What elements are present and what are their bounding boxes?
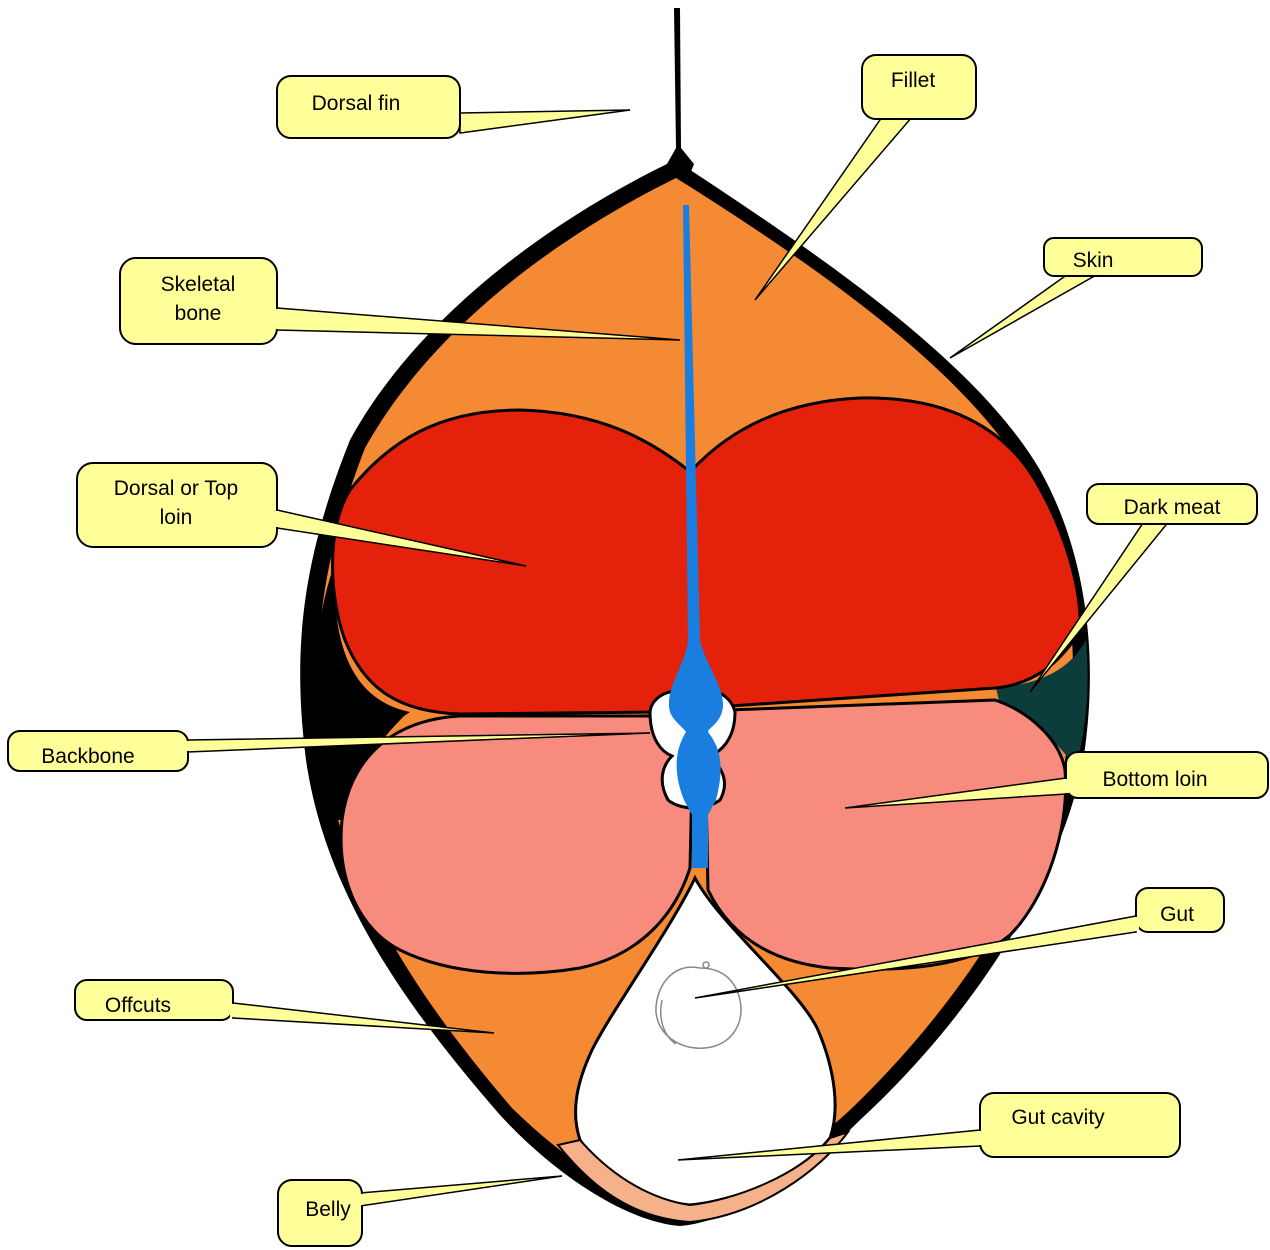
label-top-loin-line2: loin xyxy=(160,506,193,529)
label-belly: Belly xyxy=(305,1198,351,1221)
label-dorsal-fin: Dorsal fin xyxy=(312,92,401,115)
callout-dorsal-fin: Dorsal fin xyxy=(277,76,630,138)
label-skeletal-bone-line1: Skeletal xyxy=(161,273,236,296)
bottom-loin-left xyxy=(341,716,692,973)
label-dark-meat: Dark meat xyxy=(1124,496,1221,519)
label-skeletal-bone-line2: bone xyxy=(175,302,222,325)
label-gut-cavity: Gut cavity xyxy=(1011,1106,1105,1129)
label-bottom-loin: Bottom loin xyxy=(1102,768,1207,791)
callout-skin: Skin xyxy=(950,238,1202,358)
fish-body xyxy=(300,8,1090,1226)
label-backbone: Backbone xyxy=(41,745,134,768)
label-top-loin-line1: Dorsal or Top xyxy=(114,477,239,500)
label-gut: Gut xyxy=(1160,903,1194,926)
label-offcuts: Offcuts xyxy=(105,994,171,1017)
label-skin: Skin xyxy=(1073,249,1114,272)
label-fillet: Fillet xyxy=(891,69,936,92)
callout-belly: Belly xyxy=(278,1176,562,1246)
bottom-loin-right xyxy=(706,700,1066,969)
top-loin-left xyxy=(333,410,694,714)
